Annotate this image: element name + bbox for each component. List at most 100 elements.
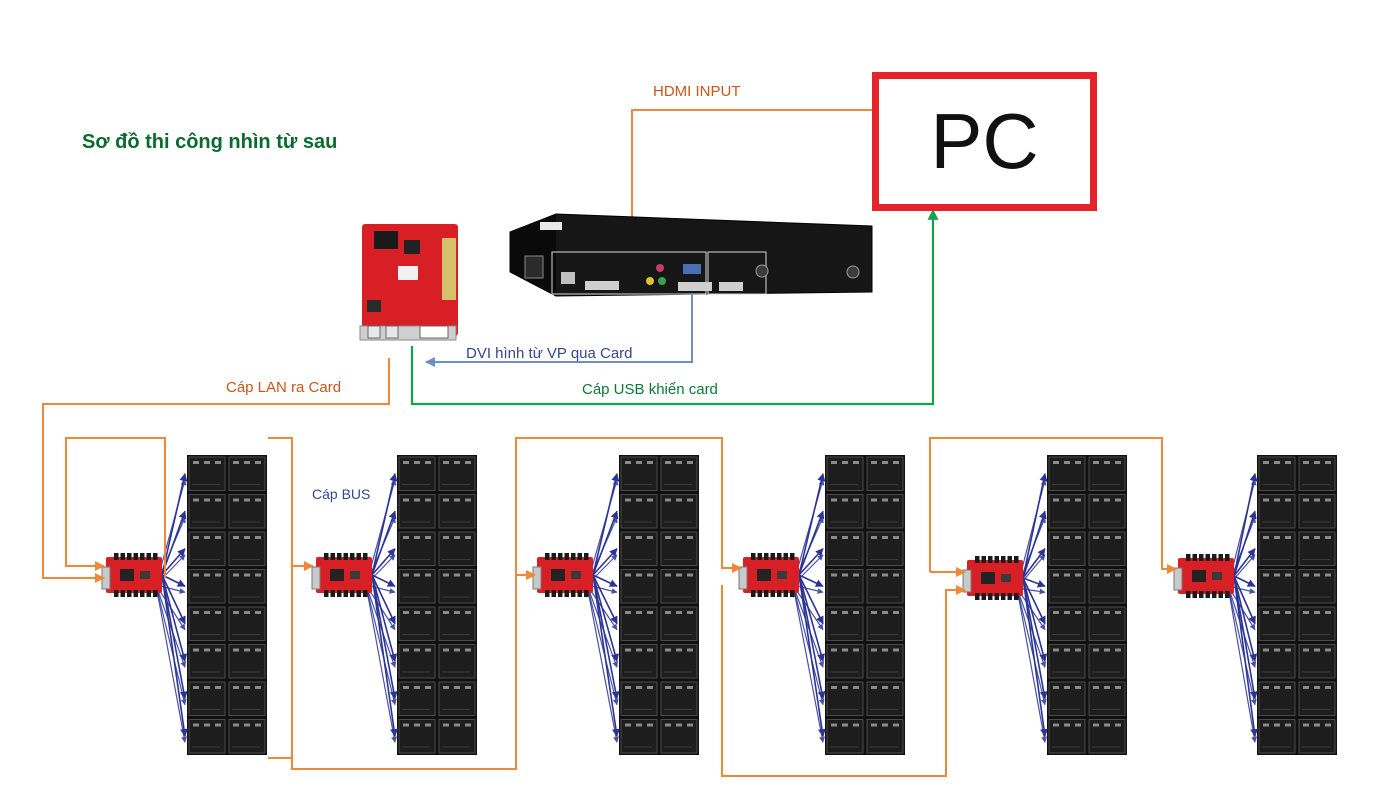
bus-cable [798, 574, 824, 587]
page-title: Sơ đồ thi công nhìn từ sau [82, 131, 338, 153]
module-connector [625, 573, 631, 577]
module-connector [871, 461, 877, 464]
bus-cable [155, 584, 187, 706]
module-connector [1325, 648, 1331, 652]
bus-cable [161, 574, 188, 663]
bus-cable [798, 574, 826, 700]
module-connector [425, 723, 431, 727]
bus-cable [592, 574, 618, 587]
module-connector [255, 498, 261, 502]
module-connector [215, 498, 221, 502]
hub-connector [584, 553, 589, 560]
bus-cable [1233, 575, 1258, 700]
module-connector [687, 461, 693, 464]
module-connector [1064, 648, 1070, 652]
module-connector [1064, 461, 1070, 464]
module-connector [414, 536, 420, 539]
module-connector [687, 648, 693, 652]
bus-cable [1022, 577, 1048, 738]
hub-connector [1007, 593, 1012, 600]
module-connector [204, 723, 210, 727]
module-connector [255, 723, 261, 727]
module-connector [465, 723, 471, 727]
module-connector [871, 573, 877, 577]
bus-cable-label: Cáp BUS [312, 486, 371, 502]
module-connector [853, 686, 859, 689]
bus-cable [365, 584, 397, 743]
module-connector [215, 648, 221, 652]
module-connector [1053, 461, 1059, 464]
module-connector [893, 611, 899, 614]
module-connector [853, 498, 859, 502]
module-connector [882, 686, 888, 689]
hub-connector [551, 590, 556, 597]
module-connector [676, 498, 682, 502]
module-connector [414, 498, 420, 502]
module-connector [425, 461, 431, 464]
hub-connector [564, 553, 569, 560]
card-chip [140, 571, 150, 579]
module-connector [233, 536, 239, 539]
module-connector [414, 573, 420, 577]
module-connector [403, 648, 409, 652]
hub-connector [584, 590, 589, 597]
module-connector [454, 686, 460, 689]
module-connector [1263, 461, 1269, 464]
bus-cable [592, 548, 618, 576]
module-connector [1285, 611, 1291, 614]
module-connector [1263, 498, 1269, 502]
module-connector [244, 723, 250, 727]
module-connector [233, 723, 239, 727]
bus-cable [1227, 585, 1257, 668]
hub-connector [551, 553, 556, 560]
rj45-port [738, 566, 748, 590]
module-connector [625, 536, 631, 539]
module-connector [831, 648, 837, 652]
module-connector [647, 461, 653, 464]
module-connector [1285, 573, 1291, 577]
hub-connector [1007, 556, 1012, 563]
panel-column-3 [586, 455, 699, 755]
module-connector [871, 611, 877, 614]
module-connector [893, 498, 899, 502]
module-connector [1285, 648, 1291, 652]
module-connector [893, 536, 899, 539]
module-connector [831, 611, 837, 614]
lan-cable-card-3-to-card-4 [515, 437, 742, 575]
module-connector [193, 461, 199, 464]
module-connector [443, 723, 449, 727]
module-connector [842, 536, 848, 539]
module-connector [204, 498, 210, 502]
lan-cable-sending-to-card-1 [42, 358, 390, 583]
bus-cable [586, 584, 619, 706]
module-connector [255, 611, 261, 614]
lan-cable-label: Cáp LAN ra Card [226, 379, 342, 396]
module-connector [636, 648, 642, 652]
module-connector [871, 648, 877, 652]
bus-cable [798, 472, 826, 576]
bus-cable [792, 584, 824, 668]
module-connector [1064, 498, 1070, 502]
bus-cable [1016, 587, 1047, 743]
module-connector [1075, 498, 1081, 502]
module-connector [831, 461, 837, 464]
module-connector [244, 611, 250, 614]
receiver-card-3 [532, 553, 593, 597]
bus-cable [371, 574, 396, 587]
bus-cable [1233, 575, 1259, 738]
module-connector [853, 536, 859, 539]
module-connector [1075, 686, 1081, 689]
hub-connector [127, 590, 132, 597]
module-connector [244, 536, 250, 539]
dvi-port [419, 325, 449, 339]
hub-connector [350, 590, 355, 597]
bus-cable [1022, 577, 1048, 663]
module-connector [625, 611, 631, 614]
module-connector [636, 573, 642, 577]
hub-connector [114, 553, 119, 560]
module-connector [414, 461, 420, 464]
hub-connector [153, 553, 158, 560]
module-connector [1104, 498, 1110, 502]
hub-connector [133, 590, 138, 597]
